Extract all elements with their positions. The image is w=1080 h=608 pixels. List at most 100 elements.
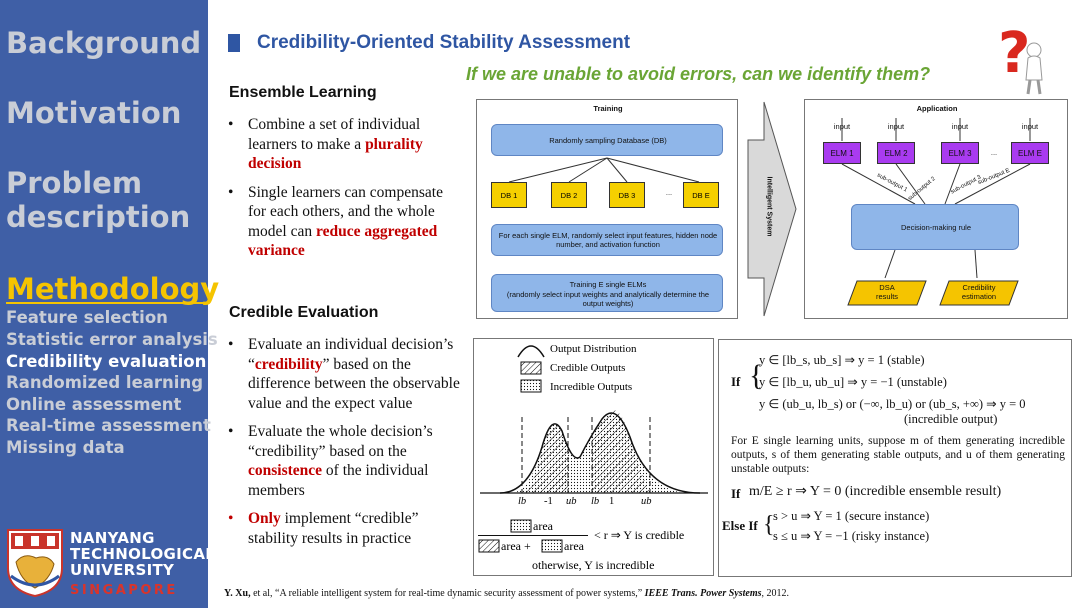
formula-else-2: s ≤ u ⇒ Y = −1 (risky instance) xyxy=(773,529,930,543)
rule-dots-icon xyxy=(510,519,532,533)
rule-hatch-icon xyxy=(478,539,500,553)
legend-incredible: Incredible Outputs xyxy=(550,381,633,393)
nav-problem-line1[interactable]: Problem xyxy=(6,166,143,200)
decision-box: Decision-making rule xyxy=(851,204,1019,250)
sub-realtime-assessment[interactable]: Real-time assessment xyxy=(6,416,211,435)
tick-lbs: lb xyxy=(591,496,600,507)
reference-journal: IEEE Trans. Power Systems xyxy=(644,588,762,599)
nav-methodology[interactable]: Methodology xyxy=(6,272,220,306)
credible-bullet-3: •Only implement “credible” stability res… xyxy=(228,510,419,547)
sampling-label: Randomly sampling Database (DB) xyxy=(549,136,667,145)
legend-output: Output Distribution xyxy=(550,343,637,355)
logo-line1: NANYANG xyxy=(70,529,155,547)
tick-ubs: ub xyxy=(641,496,652,507)
credible-bullets: •Evaluate an individual decision’s “cred… xyxy=(228,335,464,557)
legend-hatch-icon xyxy=(520,361,542,375)
decision-label: Decision-making rule xyxy=(900,223,972,232)
elm-1: ELM 1 xyxy=(823,142,861,164)
rule-area-plus: area + xyxy=(501,539,531,553)
dsa-label-2: results xyxy=(875,292,899,301)
sub-online-assessment[interactable]: Online assessment xyxy=(6,395,182,414)
formula-paragraph: For E single learning units, suppose m o… xyxy=(731,435,1065,475)
distribution-panel: Output Distribution Credible Outputs Inc… xyxy=(473,338,714,576)
rule-otherwise: otherwise, Y is incredible xyxy=(532,558,655,572)
training-title: Training xyxy=(593,104,623,113)
select-box: For each single ELM, randomly select inp… xyxy=(491,224,723,256)
page-title: Credibility-Oriented Stability Assessmen… xyxy=(257,32,631,53)
nav-motivation[interactable]: Motivation xyxy=(6,96,182,130)
reference: Y. Xu, et al, “A reliable intelligent sy… xyxy=(224,588,789,599)
sub-statistic-error[interactable]: Statistic error analysis xyxy=(6,330,218,349)
formula-if2-label: If xyxy=(731,486,741,501)
question-person-icon: ? xyxy=(998,21,1043,95)
db-2: DB 2 xyxy=(551,182,587,208)
system-arrow-label: Intelligent System xyxy=(765,176,773,237)
sub-feature-selection[interactable]: Feature selection xyxy=(6,308,168,327)
rule-area-num: area xyxy=(533,519,553,533)
tick-ubu: ub xyxy=(566,496,577,507)
formula-panel: If { y ∈ [lb_s, ub_s] ⇒ y = 1 (stable) y… xyxy=(718,339,1072,577)
elm-3: ELM 3 xyxy=(941,142,979,164)
sub-randomized-learning[interactable]: Randomized learning xyxy=(6,373,204,392)
ensemble-bullet-1: •Combine a set of individual learners to… xyxy=(228,116,423,172)
legend-credible: Credible Outputs xyxy=(550,362,626,374)
rule-dots-icon-2 xyxy=(541,539,563,553)
brace-1: { xyxy=(749,359,764,392)
logo-line2: TECHNOLOGICAL xyxy=(70,545,216,563)
formula-if2: m/E ≥ r ⇒ Y = 0 (incredible ensemble res… xyxy=(749,484,1002,499)
cred-label-1: Credibility xyxy=(962,283,996,292)
application-title: Application xyxy=(916,104,958,113)
formula-if-label: If xyxy=(731,374,741,389)
logo-line3: UNIVERSITY xyxy=(70,561,175,579)
formula-case-2: y ∈ [lb_u, ub_u] ⇒ y = −1 (unstable) xyxy=(759,375,947,389)
ntu-crest-icon xyxy=(7,529,63,598)
db-1: DB 1 xyxy=(491,182,527,208)
training-panel: Training Randomly sampling Database (DB)… xyxy=(476,99,738,319)
formula-case-1: y ∈ [lb_s, ub_s] ⇒ y = 1 (stable) xyxy=(759,353,925,367)
nav-problem-line2[interactable]: description xyxy=(6,200,191,234)
reference-text: et al, “A reliable intelligent system fo… xyxy=(250,588,645,599)
sub-credibility-evaluation[interactable]: Credibility evaluation xyxy=(6,352,207,371)
dsa-results-shape xyxy=(847,280,927,306)
system-arrow-icon xyxy=(747,101,797,317)
credibility-shape xyxy=(939,280,1019,306)
db-3: DB 3 xyxy=(609,182,645,208)
sampling-arrows xyxy=(508,157,700,183)
dsa-label-1: DSA xyxy=(879,283,895,292)
methodology-underline xyxy=(6,302,204,304)
nav-background[interactable]: Background xyxy=(6,26,202,60)
cred-label-2: estimation xyxy=(961,292,997,301)
train-label-1: Training E single ELMs xyxy=(569,280,647,289)
rule-condition: < r ⇒ Y is credible xyxy=(594,528,685,542)
train-box: Training E single ELMs (randomly select … xyxy=(491,274,723,312)
application-panel: Application input input input input ELM … xyxy=(804,99,1068,319)
train-label-2: (randomly select input weights and analy… xyxy=(506,290,710,308)
credible-bullet-2: •Evaluate the whole decision’s “credibil… xyxy=(228,423,433,499)
suboutput-arrows xyxy=(841,164,1031,205)
ensemble-bullet-2: •Single learners can compensate for each… xyxy=(228,183,443,260)
formula-elseif-label: Else If xyxy=(722,518,758,533)
formula-case-3: y ∈ (ub_u, lb_s) or (−∞, lb_u) or (ub_s,… xyxy=(759,397,1026,411)
reference-authors: Y. Xu, xyxy=(224,588,251,599)
select-label: For each single ELM, randomly select inp… xyxy=(498,231,718,249)
question-text: If we are unable to avoid errors, can we… xyxy=(466,64,931,84)
ensemble-heading: Ensemble Learning xyxy=(229,84,377,101)
svg-text:?: ? xyxy=(998,21,1030,86)
legend-dots-icon xyxy=(520,379,542,393)
formula-case-3b: (incredible output) xyxy=(904,412,998,426)
formula-else-1: s > u ⇒ Y = 1 (secure instance) xyxy=(773,509,930,523)
reference-year: , 2012. xyxy=(761,588,790,599)
rule-area-den: area xyxy=(564,539,584,553)
logo-line4: SINGAPORE xyxy=(70,583,178,598)
rule-fraction-line xyxy=(478,535,588,536)
result-arrows xyxy=(884,250,978,279)
elm-2: ELM 2 xyxy=(877,142,915,164)
credible-bullet-1: •Evaluate an individual decision’s “cred… xyxy=(228,336,460,412)
legend-curve-icon xyxy=(517,345,545,358)
sub-missing-data[interactable]: Missing data xyxy=(6,438,125,457)
tick-lbu: lb xyxy=(518,496,527,507)
input-arrows xyxy=(841,118,1031,141)
title-marker xyxy=(228,34,240,52)
elm-ellipsis: ... xyxy=(990,148,998,157)
brace-2: { xyxy=(763,512,775,538)
